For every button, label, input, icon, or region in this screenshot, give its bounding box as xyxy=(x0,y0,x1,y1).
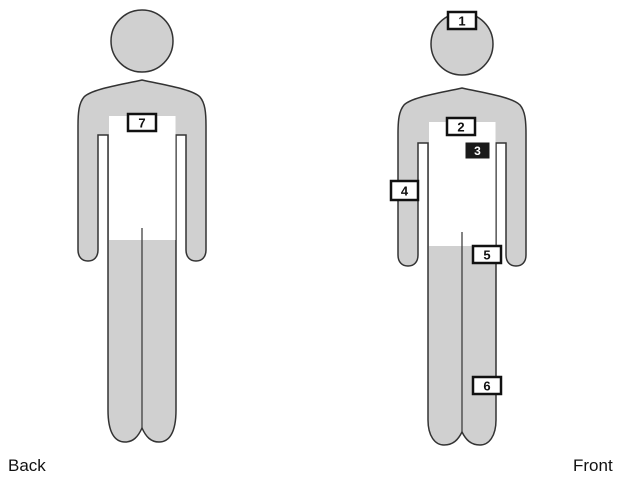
back-figure xyxy=(78,10,206,442)
marker-3-label: 3 xyxy=(474,144,481,158)
marker-5: 5 xyxy=(473,246,501,263)
marker-3: 3 xyxy=(466,143,489,158)
marker-6: 6 xyxy=(473,377,501,394)
marker-4-label: 4 xyxy=(401,184,409,199)
back-caption: Back xyxy=(8,456,46,476)
marker-7-label: 7 xyxy=(138,116,145,131)
marker-2-label: 2 xyxy=(457,120,464,135)
back-shirt-area xyxy=(109,116,176,240)
front-figure xyxy=(398,13,526,445)
back-head xyxy=(111,10,173,72)
front-shirt-area xyxy=(429,122,496,246)
marker-1-label: 1 xyxy=(458,14,465,29)
front-caption: Front xyxy=(573,456,613,476)
marker-1: 1 xyxy=(448,12,476,29)
marker-2: 2 xyxy=(447,118,475,135)
marker-4: 4 xyxy=(391,181,418,200)
marker-5-label: 5 xyxy=(483,248,490,263)
marker-6-label: 6 xyxy=(483,379,490,394)
marker-7: 7 xyxy=(128,114,156,131)
